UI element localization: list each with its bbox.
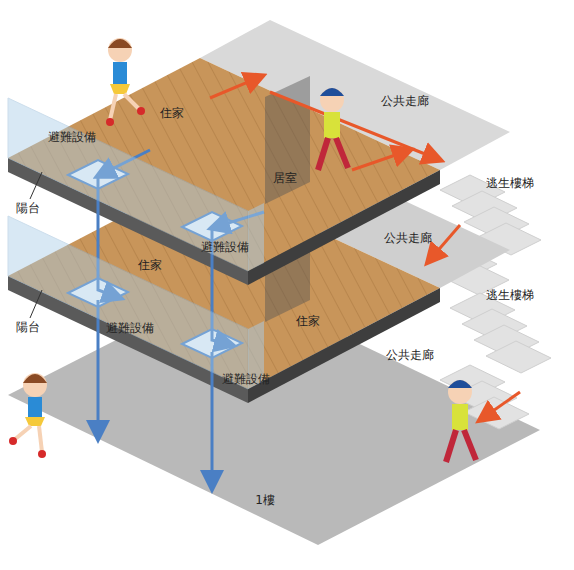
boy-figure — [318, 88, 348, 170]
floor-slab — [8, 58, 440, 271]
floor-label: 住家 — [138, 258, 162, 272]
floor-label: 公共走廊 — [384, 231, 432, 245]
floor-label: 居室 — [273, 171, 297, 185]
floor-label: 1樓 — [255, 493, 275, 507]
boy-figure — [446, 380, 476, 462]
girl-figure — [9, 373, 47, 458]
floor-label: 避難設備 — [48, 130, 96, 144]
floor-label: 住家 — [160, 106, 184, 120]
floor-label: 逃生樓梯 — [486, 288, 534, 302]
floor-label: 逃生樓梯 — [486, 176, 534, 190]
stairs — [432, 175, 551, 429]
floor-label: 避難設備 — [222, 372, 270, 386]
floor-label: 公共走廊 — [381, 94, 429, 108]
girl-figure — [106, 38, 145, 126]
floor-label: 避難設備 — [201, 240, 249, 254]
route-arrow — [210, 76, 520, 420]
floor-label: 公共走廊 — [386, 348, 434, 362]
floor-label: 陽台 — [16, 320, 40, 334]
floor-label: 陽台 — [16, 201, 40, 215]
floor-label: 住家 — [296, 314, 320, 328]
floor-label: 避難設備 — [106, 321, 154, 335]
